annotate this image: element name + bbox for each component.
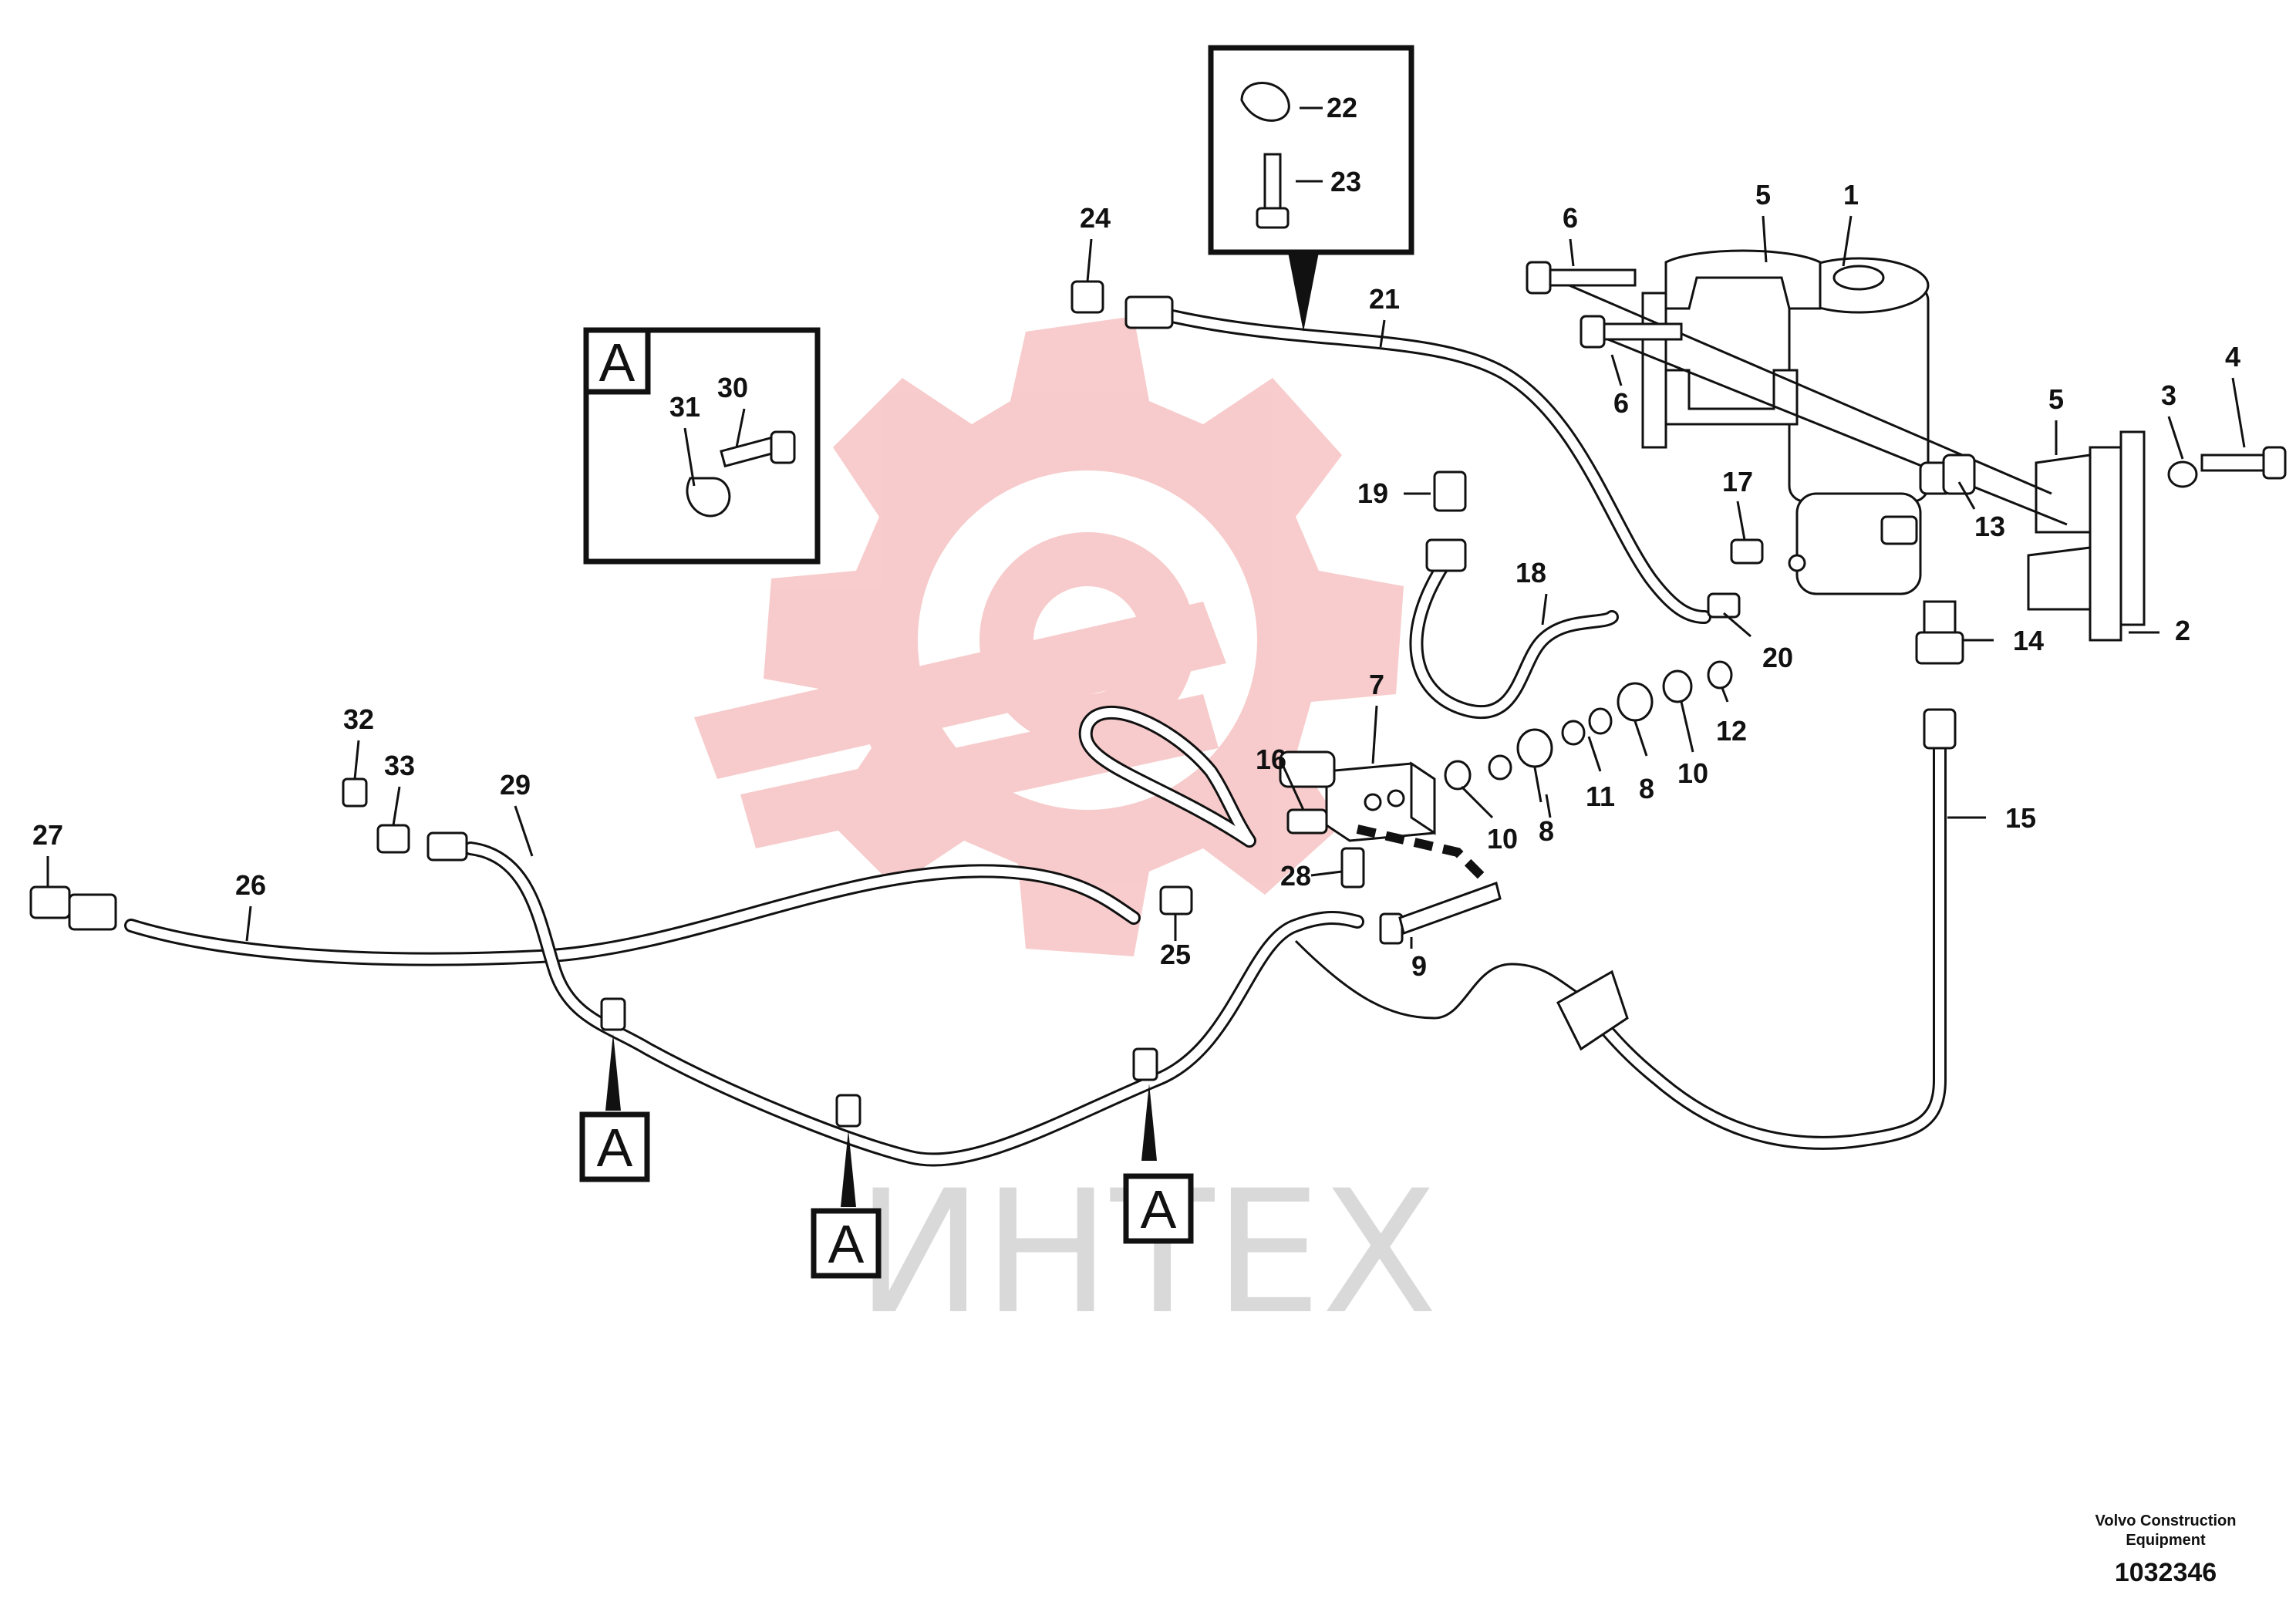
fitting-27 — [29, 885, 71, 919]
hose-clamp-a1 — [600, 997, 626, 1031]
part-label-31: 31 — [669, 391, 700, 423]
bolt-4 — [2200, 446, 2287, 480]
detail-box-clip — [1208, 45, 1414, 332]
section-marker-a3: A — [1123, 1084, 1194, 1244]
svg-text:A: A — [597, 1118, 633, 1178]
part-label-2: 2 — [2175, 615, 2190, 646]
assembly-dashed-line — [1356, 824, 1492, 887]
part-label-8a: 8 — [1539, 815, 1554, 847]
hose-bracket — [1556, 969, 1629, 1051]
detail-box-a: A — [583, 327, 821, 565]
seal-8b — [1617, 682, 1654, 722]
part-label-28: 28 — [1280, 860, 1311, 892]
fitting-28 — [1340, 847, 1365, 889]
fitting-33 — [376, 824, 410, 854]
fitting-17 — [1730, 538, 1764, 565]
washer-12 — [1707, 660, 1733, 690]
bracket-right — [2027, 430, 2146, 642]
part-label-30: 30 — [717, 372, 748, 403]
elbow-fitting-13 — [1919, 454, 1976, 495]
part-label-6b: 6 — [1613, 387, 1629, 419]
part-label-29: 29 — [500, 769, 531, 801]
washer-10a — [1444, 760, 1472, 791]
drawing-number: 1032346 — [2115, 1558, 2217, 1587]
section-marker-a2: A — [811, 1130, 882, 1279]
fitting-24 — [1070, 280, 1104, 314]
part-label-25: 25 — [1160, 939, 1191, 970]
washer-10b — [1662, 669, 1693, 703]
watermark: ИНТЕХ — [694, 316, 1438, 1351]
detail-box-letter: A — [599, 332, 636, 393]
hose-clamp-a2 — [835, 1094, 861, 1128]
bolt-6-lower — [1580, 315, 1683, 349]
receiver-dryer — [1788, 257, 1930, 595]
part-label-18: 18 — [1515, 557, 1546, 588]
components — [29, 249, 2287, 1128]
part-label-10b: 10 — [1677, 757, 1708, 789]
fitting-19 — [1425, 470, 1467, 572]
part-label-26: 26 — [235, 869, 266, 901]
part-label-32: 32 — [343, 703, 374, 735]
watermark-gear-logo — [694, 316, 1404, 956]
pressure-switch-16 — [1279, 750, 1336, 835]
bracket-strap-upper — [1641, 249, 1822, 449]
part-label-3: 3 — [2161, 379, 2176, 411]
part-label-13: 13 — [1974, 511, 2005, 542]
part-label-14: 14 — [2013, 625, 2044, 656]
part-label-33: 33 — [384, 750, 415, 781]
part-label-7: 7 — [1369, 669, 1384, 700]
part-label-12: 12 — [1716, 715, 1747, 747]
part-label-9: 9 — [1411, 950, 1427, 982]
part-label-10a: 10 — [1487, 823, 1518, 855]
part-label-11: 11 — [1586, 781, 1615, 812]
part-label-24: 24 — [1080, 202, 1111, 234]
part-label-23: 23 — [1330, 166, 1361, 197]
seal-8a — [1516, 728, 1553, 768]
part-label-27: 27 — [32, 819, 63, 851]
footer-company-line1: Volvo Construction — [2095, 1512, 2237, 1529]
part-label-5b: 5 — [2048, 383, 2064, 415]
part-labels: 1 2 3 4 5 5 6 6 7 8 8 9 10 10 11 12 13 1… — [32, 92, 2240, 982]
part-label-17: 17 — [1722, 466, 1753, 497]
part-label-6a: 6 — [1563, 202, 1578, 234]
part-label-1: 1 — [1843, 179, 1859, 211]
bolt-9 — [1379, 882, 1502, 945]
part-label-5a: 5 — [1755, 179, 1771, 211]
part-label-20: 20 — [1762, 642, 1793, 673]
part-label-4: 4 — [2225, 341, 2240, 373]
part-label-21: 21 — [1369, 283, 1400, 315]
part-label-16: 16 — [1256, 744, 1286, 775]
fitting-32 — [342, 777, 368, 808]
washer-3 — [2167, 460, 2198, 488]
svg-text:A: A — [828, 1214, 865, 1274]
expansion-valve-block — [1325, 761, 1436, 842]
part-label-19: 19 — [1357, 477, 1388, 509]
hoses — [124, 309, 1947, 1167]
hose-clamp-a3 — [1132, 1047, 1158, 1081]
part-label-15: 15 — [2005, 802, 2036, 834]
oring-11 — [1561, 720, 1586, 746]
part-label-22: 22 — [1327, 92, 1357, 123]
oring-11-small — [1488, 754, 1512, 781]
fitting-14 — [1915, 600, 1964, 665]
callout-lines — [46, 106, 2246, 949]
footer: Volvo Construction Equipment 1032346 — [2095, 1512, 2237, 1587]
fitting-20 — [1707, 592, 1741, 619]
bolt-6-upper — [1526, 261, 1637, 295]
section-marker-a1: A — [579, 1034, 650, 1182]
fitting-25 — [1159, 885, 1193, 916]
footer-company-line2: Equipment — [2126, 1532, 2206, 1549]
part-label-8b: 8 — [1639, 773, 1654, 804]
svg-text:A: A — [1141, 1179, 1177, 1239]
